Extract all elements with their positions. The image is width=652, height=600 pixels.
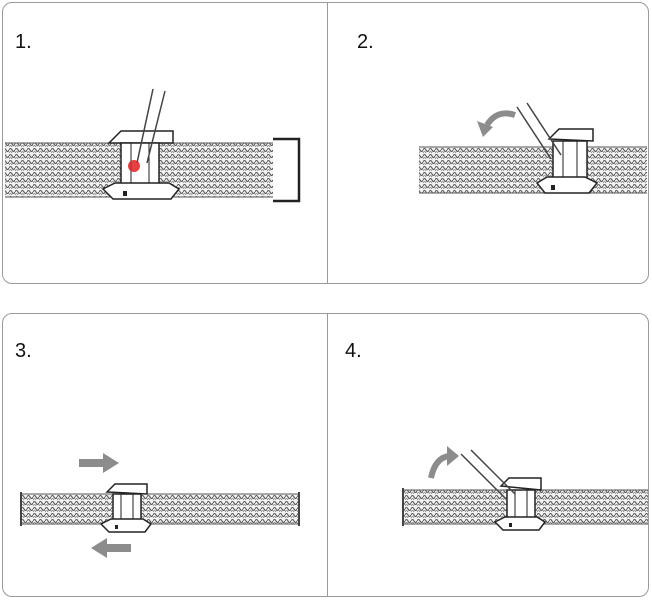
buckle-icon [535, 128, 599, 194]
step-number: 3. [15, 340, 32, 362]
buckle-icon [493, 477, 547, 531]
mesh-band-icon [419, 147, 647, 193]
mesh-band-icon [21, 494, 299, 524]
straight-arrow-icon [79, 453, 119, 473]
pin-tool-icon [516, 102, 562, 160]
pin-tool-icon [136, 88, 166, 164]
step-2-illustration [419, 102, 647, 194]
pin-tool-icon [460, 449, 516, 501]
curved-arrow-icon [428, 446, 459, 479]
step-4-illustration [402, 446, 648, 531]
step-number: 1. [15, 31, 32, 53]
panel-divider [327, 3, 328, 283]
step-1-illustration [5, 88, 301, 203]
step-3-illustration [20, 453, 300, 558]
panel-divider [327, 314, 328, 596]
step-number: 2. [357, 31, 374, 53]
press-point-highlight-icon [128, 160, 140, 172]
curved-arrow-icon [477, 110, 516, 137]
straight-arrow-icon [91, 538, 131, 558]
step-number: 4. [345, 340, 362, 362]
steps-row-top: 1. 2. [2, 2, 649, 284]
buckle-icon [101, 130, 181, 200]
band-end-loop-icon [273, 137, 301, 203]
steps-row-bottom: 3. 4. [2, 313, 649, 597]
buckle-icon [99, 483, 153, 533]
